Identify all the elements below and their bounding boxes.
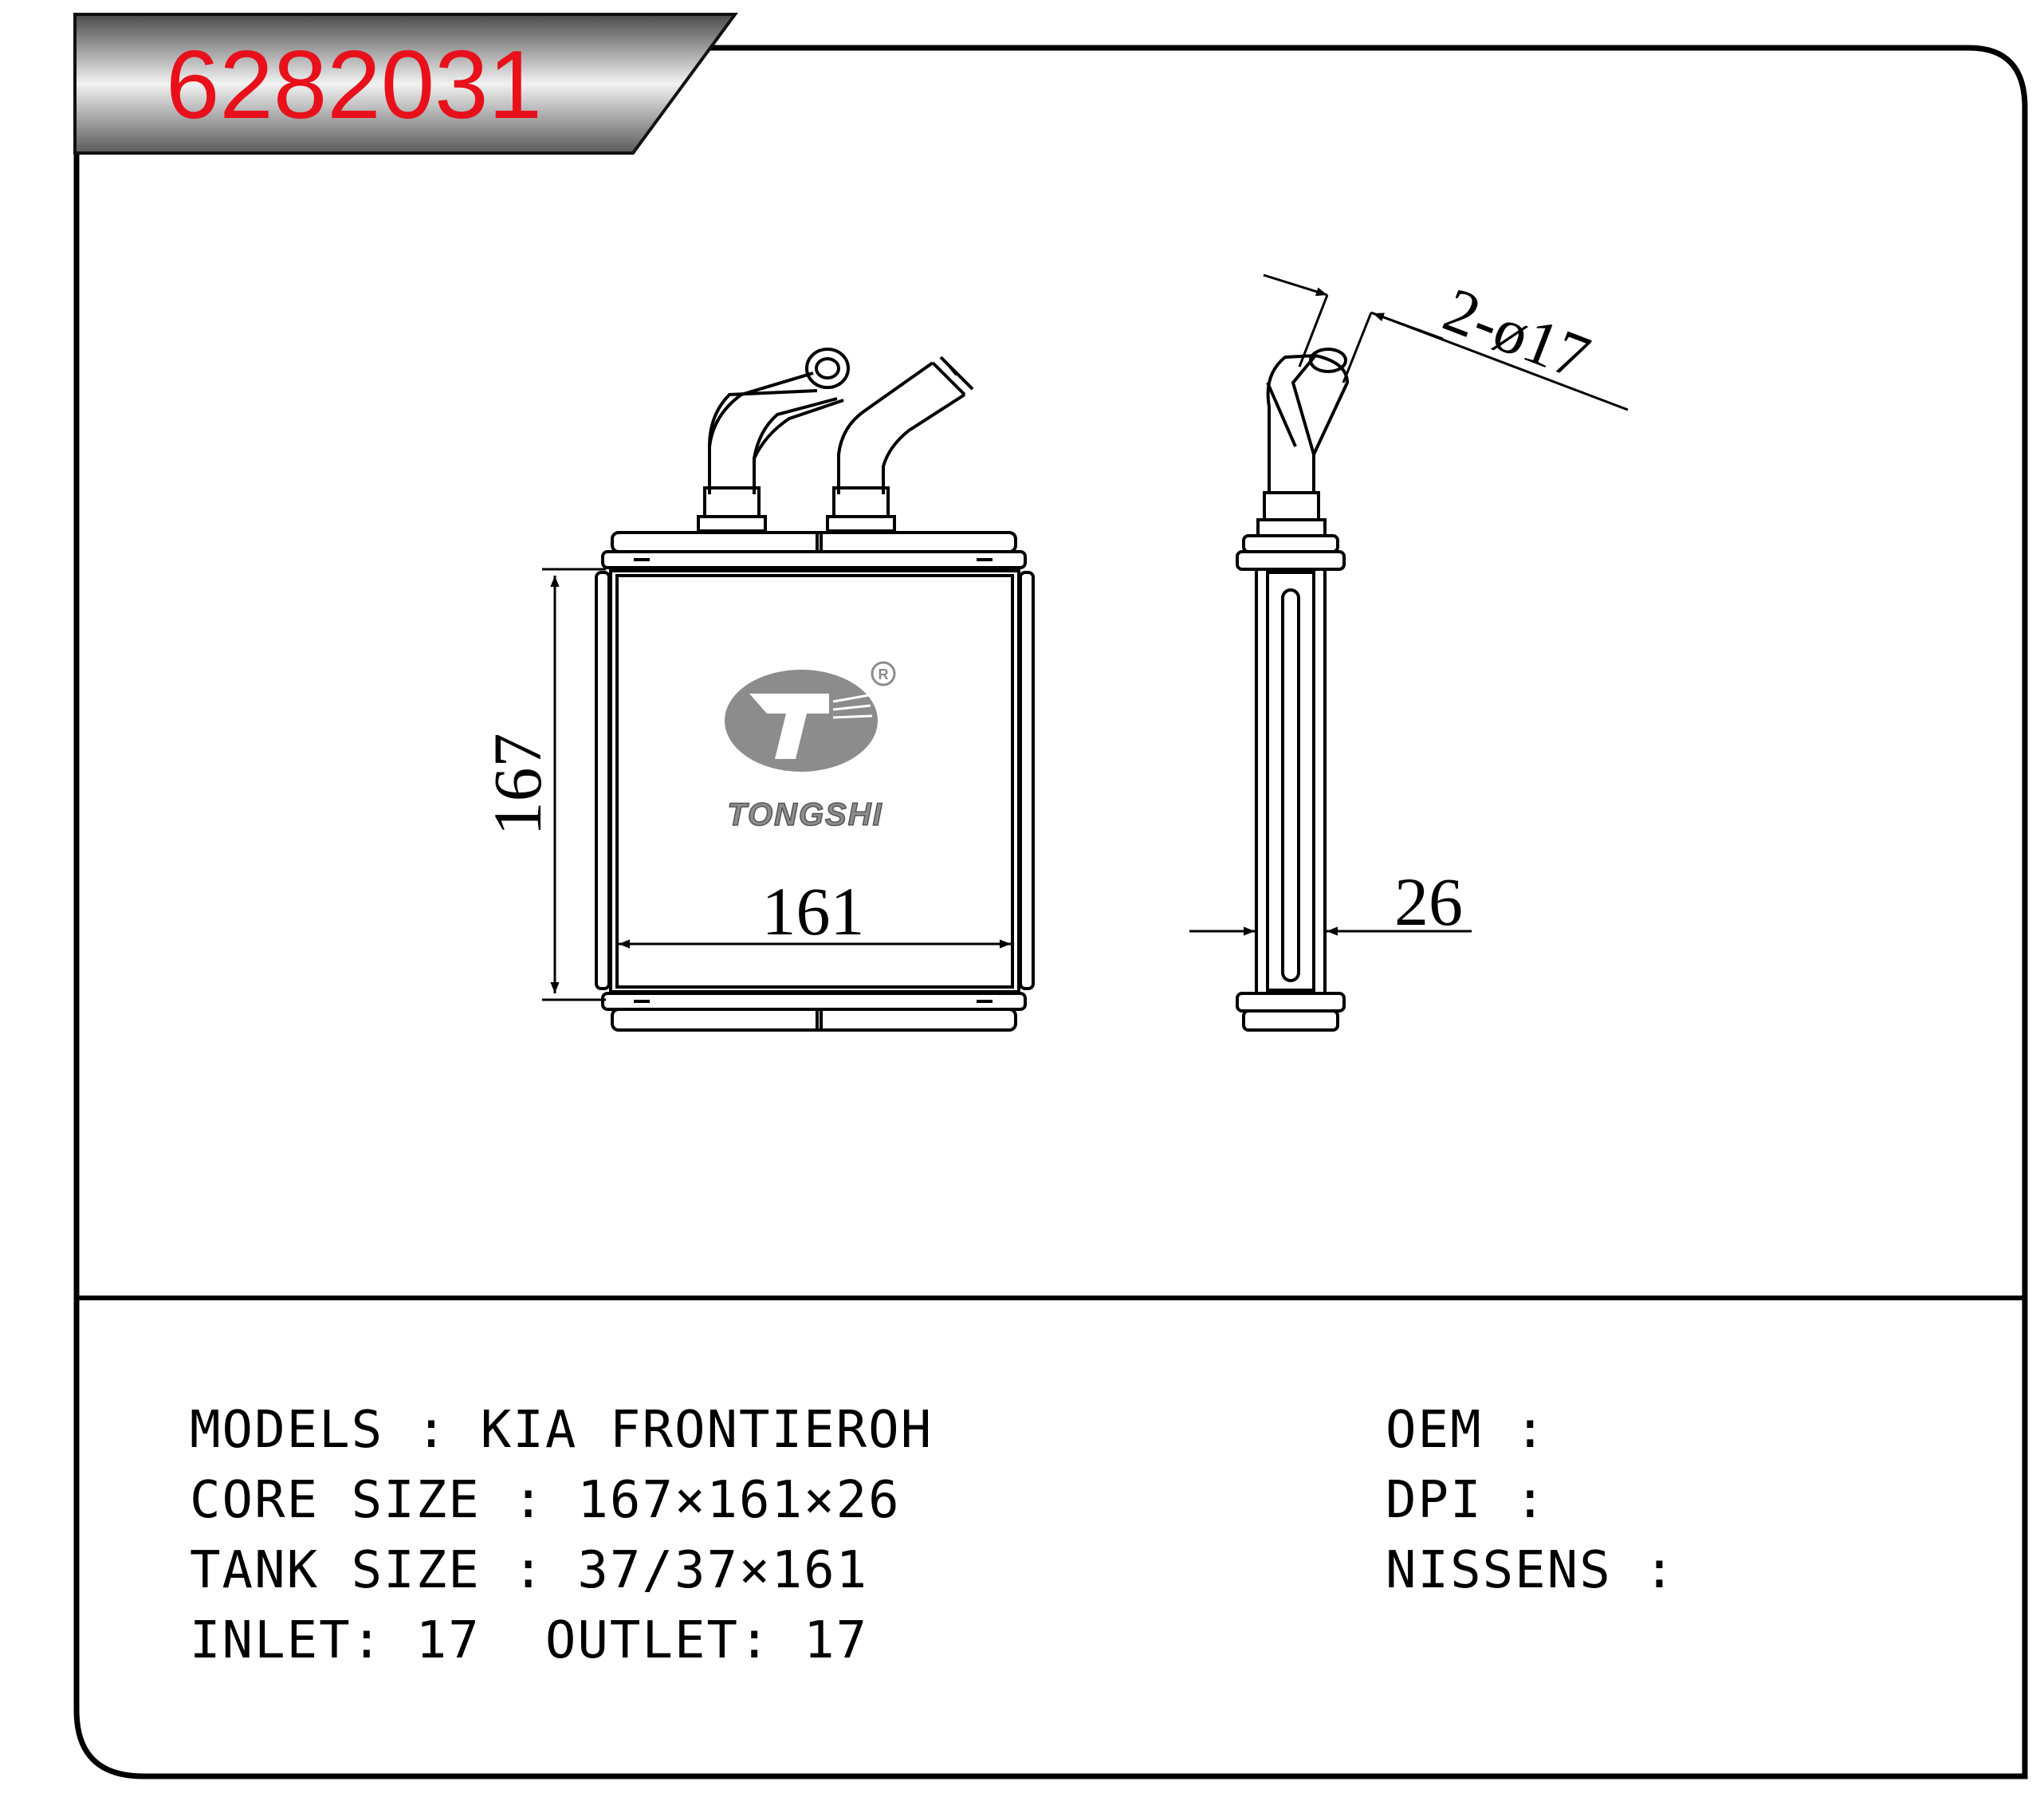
left-side-plate: [595, 571, 611, 990]
height-label: 167: [479, 733, 556, 836]
spec-core-size: CORE SIZE : 167×161×26: [190, 1471, 901, 1530]
bottom-tank: [611, 1008, 1017, 1032]
spec-inlet-outlet: INLET: 17 OUTLET: 17: [190, 1611, 869, 1670]
brand-name: TONGSHI: [727, 797, 883, 832]
sheet-border: [73, 45, 2028, 1779]
front-view: [595, 348, 1035, 1032]
right-side-plate: [1019, 571, 1035, 990]
registered-mark-icon: [871, 661, 896, 686]
registered-mark: R: [879, 667, 889, 682]
spec-dpi: DPI :: [1386, 1471, 1547, 1530]
depth-label: 26: [1394, 863, 1463, 940]
inlet-pipe: [697, 348, 850, 533]
pipe-dimension: [1263, 273, 1629, 411]
side-top-tank: [1242, 534, 1339, 553]
spec-models: MODELS : KIA FRONTIEROH: [190, 1401, 934, 1460]
tongshi-logo: R TONGSHI: [725, 661, 896, 833]
spec-oem: OEM :: [1386, 1401, 1547, 1460]
pipe-label: 2-ø17: [1435, 275, 1599, 394]
part-number-tab: [73, 13, 738, 155]
spec-tank-size: TANK SIZE : 37/37×161: [190, 1541, 869, 1600]
spec-nissens: NISSENS :: [1386, 1541, 1676, 1600]
side-view: [1236, 348, 1350, 1032]
top-tank: [611, 531, 1017, 553]
side-bottom-tank: [1242, 1009, 1339, 1032]
part-number: 6282031: [166, 30, 542, 139]
outlet-pipe: [826, 356, 974, 533]
height-dimension: [542, 568, 606, 1001]
width-label: 161: [762, 873, 865, 950]
